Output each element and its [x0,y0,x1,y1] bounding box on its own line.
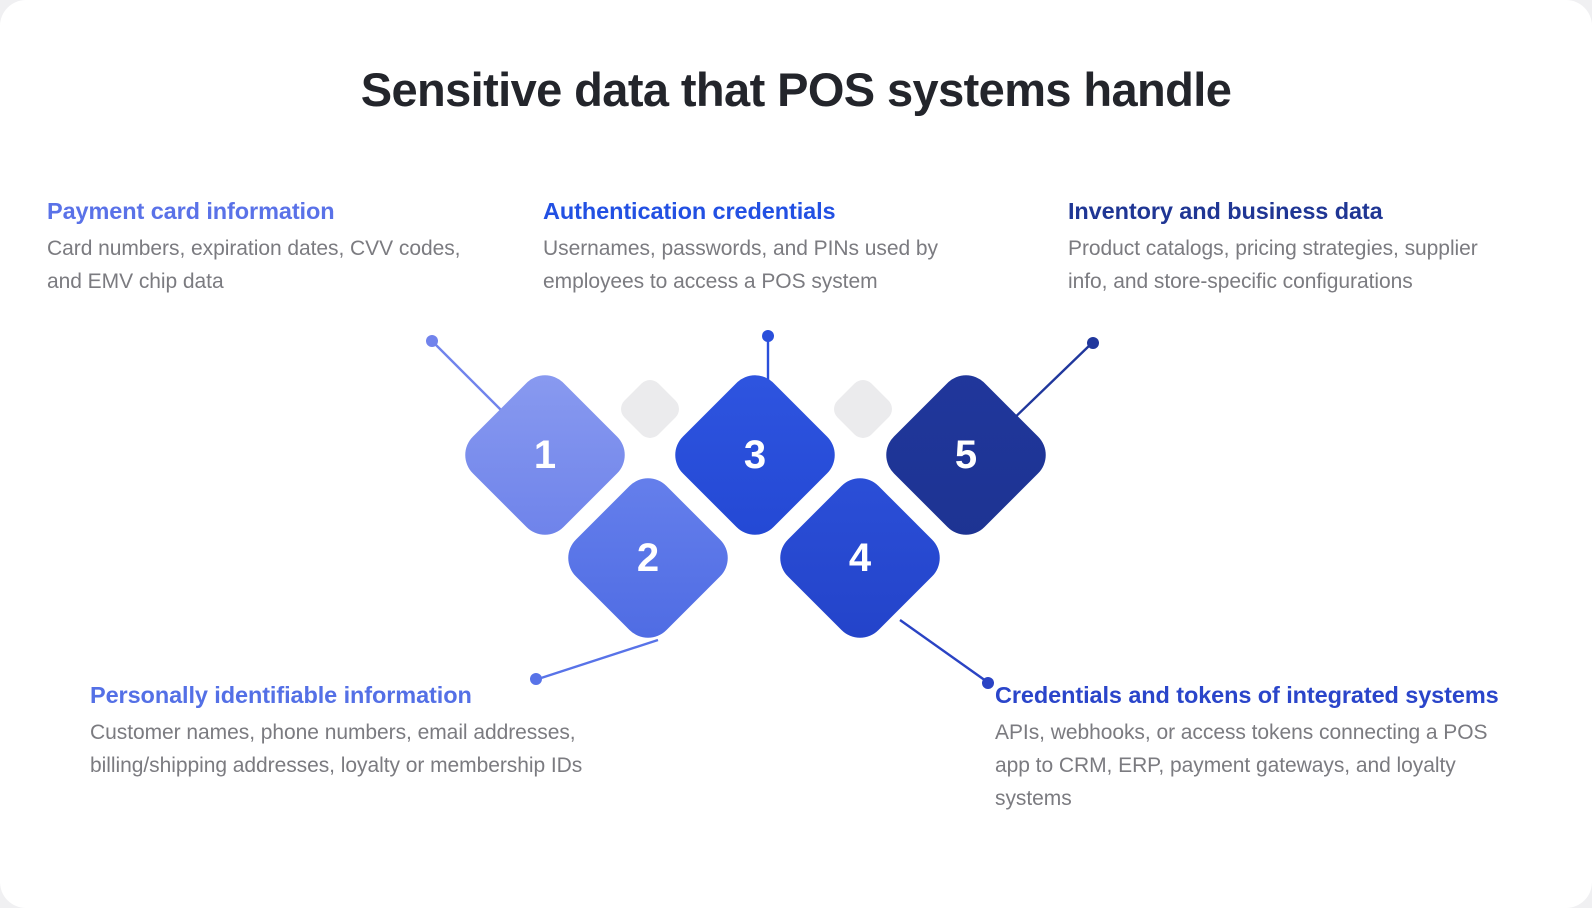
item-block-5: Inventory and business data Product cata… [1068,196,1518,299]
connector-line-2 [530,638,659,685]
item-block-1: Payment card information Card numbers, e… [47,196,477,299]
item-body-4: APIs, webhooks, or access tokens connect… [995,721,1488,810]
item-body-1: Card numbers, expiration dates, CVV code… [47,237,461,293]
item-heading-1: Payment card information [47,198,335,224]
item-body-5: Product catalogs, pricing strategies, su… [1068,237,1478,293]
item-block-3: Authentication credentials Usernames, pa… [543,196,1023,299]
item-heading-3: Authentication credentials [543,198,836,224]
diamond-node-4[interactable]: 4 [769,467,951,649]
decorative-diamond-right [829,375,897,443]
item-body-2: Customer names, phone numbers, email add… [90,721,583,777]
diamond-number-3: 3 [743,433,767,477]
item-heading-5: Inventory and business data [1068,198,1383,224]
diamond-node-1[interactable]: 1 [454,364,636,546]
diamond-node-3[interactable]: 3 [664,364,846,546]
item-block-2: Personally identifiable information Cust… [90,680,610,783]
diamond-number-2: 2 [636,536,660,580]
decorative-diamond-left [616,375,684,443]
item-body-3: Usernames, passwords, and PINs used by e… [543,237,938,293]
connector-line-4 [899,619,994,689]
item-heading-4: Credentials and tokens of integrated sys… [995,682,1499,708]
item-block-4: Credentials and tokens of integrated sys… [995,680,1505,816]
page-title: Sensitive data that POS systems handle [360,63,1232,116]
diamond-node-2[interactable]: 2 [557,467,739,649]
diamond-node-5[interactable]: 5 [875,364,1057,546]
item-heading-2: Personally identifiable information [90,682,472,708]
diamond-number-5: 5 [954,433,978,477]
diamond-number-1: 1 [533,433,557,477]
diamond-number-4: 4 [848,536,872,580]
